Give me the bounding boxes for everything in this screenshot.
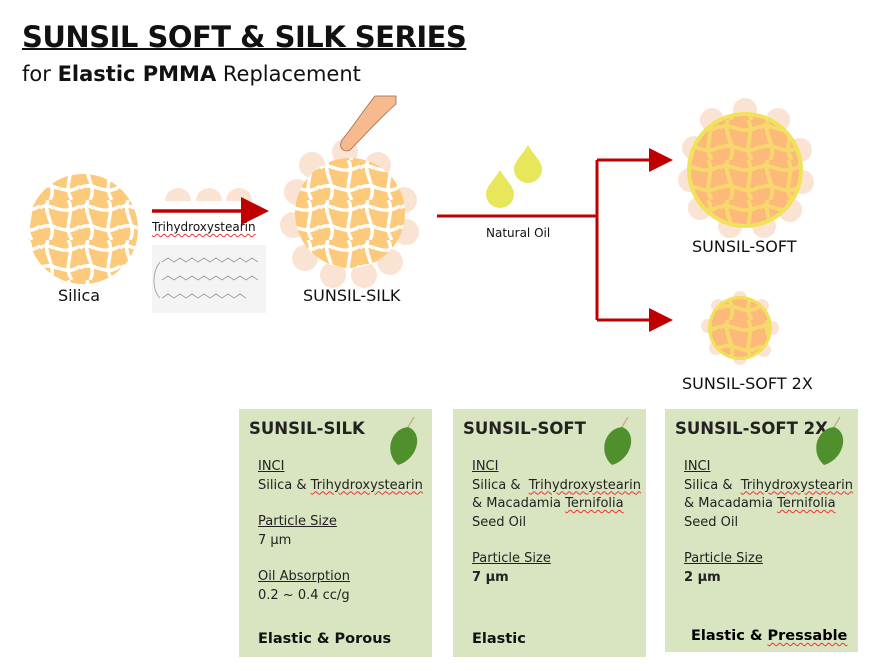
oil-label: Natural Oil — [486, 226, 551, 240]
card-title: SUNSIL-SOFT — [463, 419, 586, 438]
sunsil-silk-particle — [280, 139, 419, 288]
silica-particle — [28, 174, 138, 284]
molecule-structure-icon — [152, 245, 266, 313]
inci-text: Ternifolia — [565, 496, 624, 511]
card-footer: Elastic & Porous — [258, 631, 392, 647]
inci-value: Silica & Trihydroxystearin — [258, 477, 432, 496]
subtitle-suffix: Replacement — [216, 62, 361, 86]
footer-text: Pressable — [767, 628, 848, 644]
inci-text: Ternifolia — [777, 496, 836, 511]
page-title: SUNSIL SOFT & SILK SERIES — [22, 20, 467, 54]
inci-label: INCI — [684, 459, 711, 474]
inci-text: & Macadamia — [684, 496, 778, 511]
card-sunsil-soft-2x: SUNSIL-SOFT 2X INCI Silica & Trihydroxys… — [665, 409, 858, 652]
shell-bumps-icon — [165, 188, 252, 201]
card-footer: Elastic — [472, 631, 526, 647]
inci-text: Silica & — [684, 477, 741, 493]
card-title: SUNSIL-SILK — [249, 419, 365, 438]
particle-size-label: Particle Size — [684, 551, 763, 566]
oil-drop-icon — [486, 170, 514, 208]
particle-size-value: 7 µm — [472, 569, 509, 585]
sunsil-soft-particle — [678, 98, 814, 238]
soft-2x-label: SUNSIL-SOFT 2X — [682, 374, 813, 393]
silk-label: SUNSIL-SILK — [303, 286, 401, 305]
inci-text: Trihydroxystearin — [740, 477, 853, 493]
leaf-icon — [604, 416, 632, 465]
oil-drop-icon — [514, 145, 542, 183]
process-diagram — [28, 95, 814, 365]
particle-size-label: Particle Size — [258, 514, 337, 529]
inci-text: Seed Oil — [684, 514, 739, 530]
inci-text: Silica & — [472, 477, 529, 493]
soft-label: SUNSIL-SOFT — [692, 237, 797, 256]
subtitle-bold: Elastic PMMA — [57, 62, 217, 86]
inci-text: Seed Oil — [472, 514, 527, 530]
particle-size-label: Particle Size — [472, 551, 551, 566]
footer-text: Elastic & — [691, 628, 768, 644]
inci-text: Silica & — [258, 477, 311, 493]
branch-arrows — [437, 148, 673, 332]
inci-label: INCI — [258, 459, 285, 474]
particle-size-value: 7 µm — [258, 532, 292, 548]
inci-text: & Macadamia — [472, 496, 566, 511]
particle-size-value: 2 µm — [684, 569, 721, 585]
leaf-icon — [816, 416, 844, 465]
page-subtitle: for Elastic PMMA Replacement — [22, 62, 361, 86]
inci-text: Trihydroxystearin — [528, 477, 641, 493]
inci-text: Trihydroxystearin — [310, 477, 423, 493]
card-sunsil-silk: SUNSIL-SILK INCI Silica & Trihydroxystea… — [239, 409, 432, 657]
finger-press-icon — [340, 95, 397, 152]
silica-label: Silica — [58, 286, 101, 305]
subtitle-prefix: for — [22, 62, 58, 86]
leaf-icon — [390, 416, 418, 465]
card-sunsil-soft: SUNSIL-SOFT INCI Silica & Trihydroxystea… — [453, 409, 646, 657]
inci-label: INCI — [472, 459, 499, 474]
card-title: SUNSIL-SOFT 2X — [675, 419, 828, 438]
oil-absorption-label: Oil Absorption — [258, 569, 350, 584]
card-footer: Elastic & Pressable — [691, 628, 847, 644]
oil-absorption-value: 0.2 ~ 0.4 cc/g — [258, 587, 350, 603]
sunsil-soft-2x-particle — [701, 291, 779, 365]
reagent-label: Trihydroxystearin — [152, 220, 256, 234]
